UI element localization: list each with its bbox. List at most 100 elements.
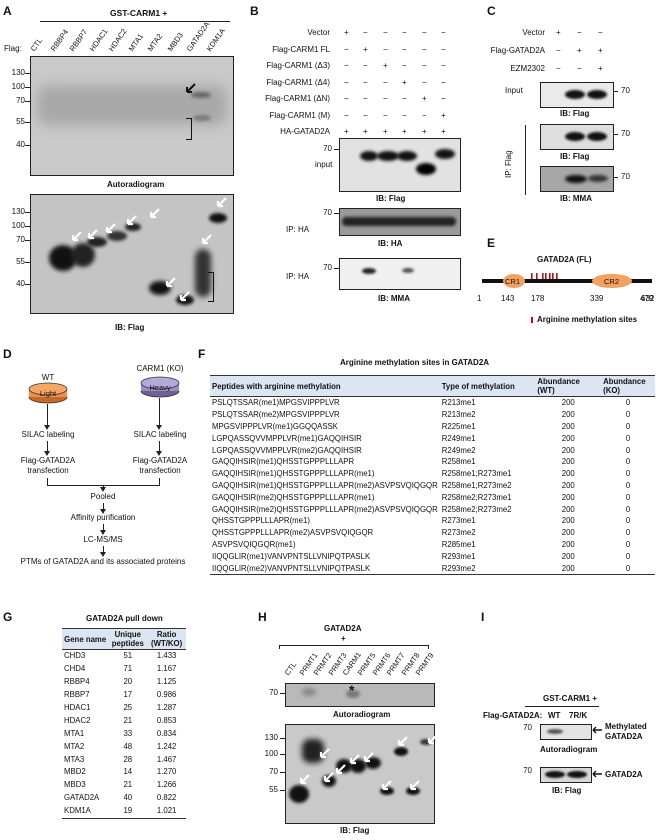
arrow-icon [216, 197, 227, 208]
mw-tick [25, 145, 30, 146]
sign: − [422, 44, 427, 54]
table-cell: 0.822 [156, 793, 177, 803]
transfection-wt-line1: Flag-GATAD2A [20, 456, 76, 465]
lane-label: MTA2 [145, 31, 165, 53]
table-cell: 0 [625, 398, 631, 408]
position-label: 339 [590, 294, 604, 303]
table-cell: R293me1 [441, 551, 476, 561]
methylation-legend-mark [531, 317, 533, 323]
panel-i-flag-blot [540, 767, 592, 783]
position-label: 1 [477, 294, 482, 303]
panel-i-autoradiogram-blot [540, 724, 592, 740]
table-cell: R258me2;R273me2 [441, 504, 512, 514]
sign: + [441, 127, 446, 136]
mw-tick [25, 262, 30, 263]
table-cell: 200 [561, 539, 575, 549]
table-cell: R273me2 [441, 528, 476, 538]
band [587, 90, 607, 99]
table-cell: GAQQIHSIR(me2)QHSSTGPPPLLLAPR(me2)ASVPSV… [212, 504, 438, 514]
mw-tick [280, 772, 285, 773]
mw-label: 70 [269, 767, 278, 776]
table-cell: R258me1 [441, 457, 476, 467]
band [193, 115, 211, 121]
mw-label: 100 [264, 749, 278, 758]
mw-tick [25, 240, 30, 241]
table-cell: 200 [561, 528, 575, 538]
position-label: 143 [501, 294, 515, 303]
treatment-row-label: Flag-CARM1 (Δ3) [266, 61, 330, 70]
lane-label: RBBP7 [67, 27, 90, 53]
panel-a-flag-blot [30, 194, 234, 314]
arrow-icon [165, 277, 176, 288]
arrow-icon [349, 754, 360, 765]
band [209, 213, 227, 223]
table-cell: GAQQIHSIR(me1)QHSSTGPPPLLLAPR [212, 457, 355, 467]
table-cell: R258me2;R273me1 [441, 492, 512, 502]
table-cell: GAQQIHSIR(me2)QHSSTGPPPLLLAPR(me1) [212, 492, 375, 502]
mw-label: 130 [11, 68, 25, 77]
treatment-row-label: Flag-GATAD2A [490, 46, 545, 55]
panel-h-flag-blot [285, 724, 435, 824]
panel-d-label: D [3, 347, 12, 361]
sign: + [556, 28, 561, 37]
arrow-head-icon [156, 451, 162, 456]
sign: − [402, 94, 407, 103]
table-cell: 200 [561, 516, 575, 526]
band [565, 132, 585, 141]
panel-a-autoradiogram-blot [30, 56, 234, 176]
band [406, 787, 420, 795]
table-row: GAQQIHSIR(me1)QHSSTGPPPLLLAPR(me2)ASVPSV… [210, 480, 655, 492]
table-cell: 1.266 [156, 780, 177, 790]
panel-e-legend: Arginine methylation sites [537, 315, 638, 324]
table-cell: PSLQTSSAR(me1)MPGSVIPPPLVR [212, 398, 340, 408]
table-cell: R225me1 [441, 421, 476, 431]
ko-label: CARM1 (KO) [136, 364, 184, 373]
band [397, 151, 417, 161]
band [588, 175, 608, 182]
table-cell: R213me2 [441, 410, 476, 420]
table-row: GAQQIHSIR(me2)QHSSTGPPPLLLAPR(me2)ASVPSV… [210, 503, 655, 515]
sign: − [363, 28, 368, 37]
panel-c-caption-2: IB: Flag [560, 152, 590, 161]
band [125, 223, 141, 231]
arrow-icon [381, 780, 392, 791]
panel-b-caption-1: IB: Flag [376, 194, 406, 203]
mw-label: 70 [323, 263, 332, 272]
table-cell: 0 [625, 539, 631, 549]
treatment-row-label: Flag-CARM1 (Δ4) [266, 77, 330, 87]
table-cell: 0 [625, 433, 631, 443]
panel-c-mma-blot [540, 166, 614, 192]
table-cell: LGPQASSQVVMPPLVR(me1)GAQQIHSIR [212, 433, 362, 443]
table-cell: RBBP7 [64, 690, 90, 700]
sign: − [383, 94, 388, 103]
table-cell: R249me2 [441, 445, 476, 455]
sign: − [577, 28, 582, 37]
mw-label: 55 [269, 785, 278, 794]
sign: − [344, 94, 349, 103]
cr1-label: CR1 [505, 277, 521, 286]
table-cell: 0.853 [156, 715, 177, 725]
sign: − [344, 77, 349, 87]
table-cell: R293me2 [439, 562, 536, 575]
table-cell: ASVPSVQIQGQR(me1) [212, 539, 296, 549]
mw-tick [613, 91, 618, 92]
flow-line [103, 524, 104, 532]
flow-line [159, 441, 160, 453]
treatment-row-label: HA-GATAD2A [280, 127, 330, 136]
panel-b-caption-3: IB: MMA [378, 294, 410, 303]
lane-label: CTL [282, 660, 299, 677]
lane-label: MTA1 [126, 31, 145, 53]
band [346, 690, 360, 698]
table-cell: 0 [625, 445, 631, 455]
sign: + [402, 127, 407, 136]
table-cell: 21 [123, 715, 133, 725]
flow-line [103, 546, 104, 554]
sign: + [363, 127, 368, 136]
treatment-row-label: EZM2302 [510, 64, 545, 73]
treatment-row-label: Flag-CARM1 (ΔN) [265, 94, 330, 103]
